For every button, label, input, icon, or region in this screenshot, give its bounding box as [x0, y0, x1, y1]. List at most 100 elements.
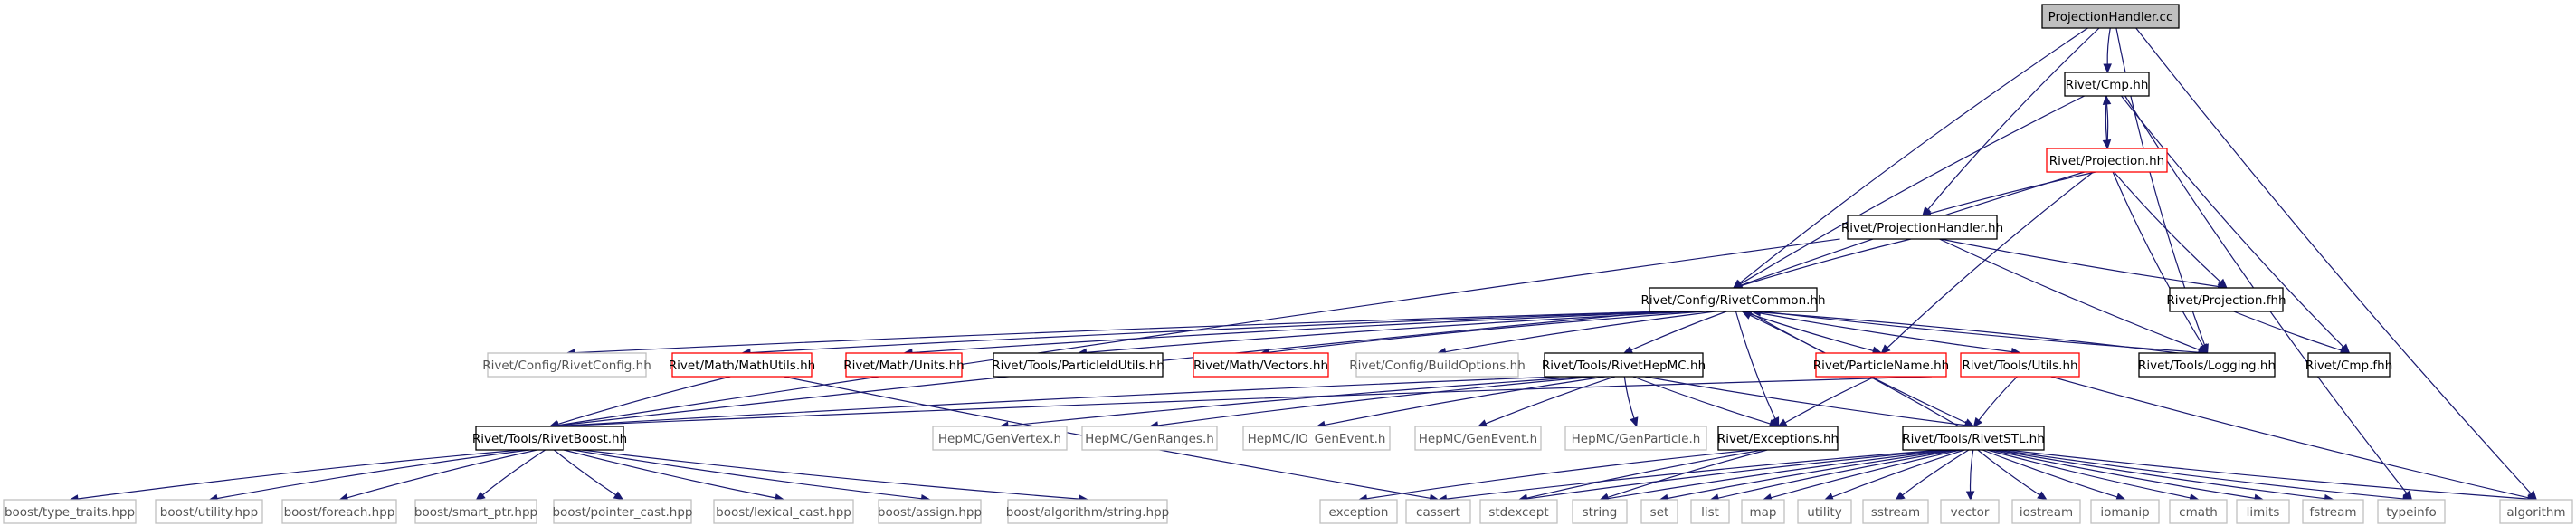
node-projfhh[interactable]: Rivet/Projection.fhh — [2166, 287, 2286, 312]
edge-line — [481, 449, 546, 496]
arrow-head-icon — [1741, 311, 1753, 320]
node-label: fstream — [2309, 505, 2356, 520]
edge-boost-to-b_algostring — [582, 449, 1089, 503]
node-b_smartptr: boost/smart_ptr.hpp — [414, 499, 537, 524]
node-box — [845, 352, 963, 378]
node-box — [3, 499, 137, 524]
edge-line — [553, 449, 617, 496]
arrow-head-icon — [1895, 491, 1906, 502]
edge-line — [2121, 95, 2344, 348]
node-label: Rivet/ProjectionHandler.hh — [1841, 221, 2003, 235]
node-units[interactable]: Rivet/Math/Units.hh — [843, 352, 965, 378]
node-box — [2090, 499, 2160, 524]
node-common[interactable]: Rivet/Config/RivetCommon.hh — [1640, 287, 1826, 312]
node-label: list — [1701, 505, 1719, 520]
node-label: Rivet/Cmp.hh — [2066, 78, 2149, 92]
node-root: ProjectionHandler.cc — [2041, 4, 2180, 29]
node-box — [155, 499, 263, 524]
edge-stl-to-vector — [1965, 449, 1975, 502]
edge-line — [216, 449, 529, 500]
node-box — [1193, 352, 1329, 378]
edge-line — [1750, 311, 2012, 353]
node-projhandler[interactable]: Rivet/ProjectionHandler.hh — [1841, 215, 2003, 240]
edge-line — [347, 449, 537, 499]
node-label: map — [1750, 505, 1777, 520]
node-b_lexcast: boost/lexical_cast.hpp — [713, 499, 854, 524]
node-box — [1319, 499, 1398, 524]
node-box — [414, 499, 537, 524]
edge-line — [2233, 311, 2342, 351]
node-box — [2169, 287, 2284, 312]
edge-line — [1771, 449, 1962, 499]
edge-line — [1735, 311, 1776, 419]
node-cmphh[interactable]: Rivet/Cmp.hh — [2064, 72, 2150, 97]
edge-line — [2050, 376, 2529, 499]
node-label: boost/lexical_cast.hpp — [716, 505, 851, 520]
node-label: boost/assign.hpp — [878, 505, 982, 520]
node-stl[interactable]: Rivet/Tools/RivetSTL.hh — [1902, 426, 2045, 451]
edge-hepmc-to-genvertex — [998, 376, 1587, 430]
node-label: ProjectionHandler.cc — [2048, 10, 2173, 24]
node-vectors[interactable]: Rivet/Math/Vectors.hh — [1193, 352, 1329, 378]
edge-line — [1986, 449, 2191, 499]
node-box — [1564, 426, 1707, 451]
node-proj[interactable]: Rivet/Projection.hh — [2046, 148, 2168, 173]
node-label: Rivet/Tools/RivetHepMC.hh — [1542, 359, 1706, 373]
edge-utils-to-stl — [1972, 376, 2018, 428]
edge-stl-to-fstream — [1994, 449, 2334, 503]
node-label: HepMC/IO_GenEvent.h — [1248, 432, 1386, 446]
node-logging[interactable]: Rivet/Tools/Logging.hh — [2138, 352, 2276, 378]
edge-line — [557, 376, 1560, 427]
node-algorithm: algorithm — [2499, 499, 2573, 524]
edge-root-to-algorithm — [2135, 27, 2538, 501]
node-exceptions[interactable]: Rivet/Exceptions.hh — [1717, 426, 1839, 451]
node-box — [1572, 499, 1628, 524]
node-box — [2236, 499, 2290, 524]
node-box — [1242, 426, 1391, 451]
node-b_assign: boost/assign.hpp — [878, 499, 982, 524]
node-label: Rivet/Config/BuildOptions.hh — [1349, 359, 1526, 373]
node-cmath: cmath — [2169, 499, 2228, 524]
node-b_typetraits: boost/type_traits.hpp — [3, 499, 137, 524]
node-rivetconfig: Rivet/Config/RivetConfig.hh — [482, 352, 651, 378]
node-label: boost/pointer_cast.hpp — [552, 505, 692, 520]
edge-stl-to-iostream — [1977, 449, 2048, 501]
node-label: Rivet/Tools/Utils.hh — [1962, 359, 2077, 373]
node-label: stdexcept — [1488, 505, 1548, 520]
node-cmpfhh[interactable]: Rivet/Cmp.fhh — [2305, 352, 2393, 378]
arrow-head-icon — [1777, 418, 1788, 427]
node-cassert: cassert — [1405, 499, 1471, 524]
edge-line — [1740, 95, 2085, 285]
node-boost[interactable]: Rivet/Tools/RivetBoost.hh — [472, 426, 627, 451]
edge-cmphh-to-common — [1732, 95, 2085, 289]
edge-stl-to-cmath — [1986, 449, 2200, 502]
node-list: list — [1690, 499, 1730, 524]
arrow-head-icon — [1880, 344, 1891, 355]
edge-line — [557, 376, 731, 426]
edge-boost-to-b_smartptr — [475, 449, 546, 502]
node-mathutils[interactable]: Rivet/Math/MathUtils.hh — [669, 352, 815, 378]
node-box — [1815, 352, 1947, 378]
node-box — [1960, 352, 2080, 378]
edge-line — [911, 311, 1684, 354]
node-utils[interactable]: Rivet/Tools/Utils.hh — [1960, 352, 2080, 378]
node-hepmc[interactable]: Rivet/Tools/RivetHepMC.hh — [1542, 352, 1706, 378]
edge-proj-to-logging — [2112, 171, 2209, 354]
node-pidutils[interactable]: Rivet/Tools/ParticleIdUtils.hh — [992, 352, 1164, 378]
node-box — [2307, 352, 2391, 378]
node-box — [553, 499, 692, 524]
node-box — [1862, 499, 1929, 524]
node-box — [1640, 499, 1678, 524]
arrow-head-icon — [1965, 491, 1975, 502]
edge-boost-to-b_assign — [572, 449, 931, 503]
node-b_foreach: boost/foreach.hpp — [281, 499, 397, 524]
node-box — [1081, 426, 1218, 451]
edge-exceptions-to-stdexcept — [1517, 449, 1763, 502]
edge-line — [1485, 376, 1616, 425]
edge-line — [1157, 376, 1596, 426]
node-box — [1479, 499, 1558, 524]
node-b_utility: boost/utility.hpp — [155, 499, 263, 524]
edge-line — [1999, 449, 2404, 500]
node-b_algostring: boost/algorithm/string.hpp — [1006, 499, 1169, 524]
node-pname[interactable]: Rivet/ParticleName.hh — [1813, 352, 1949, 378]
